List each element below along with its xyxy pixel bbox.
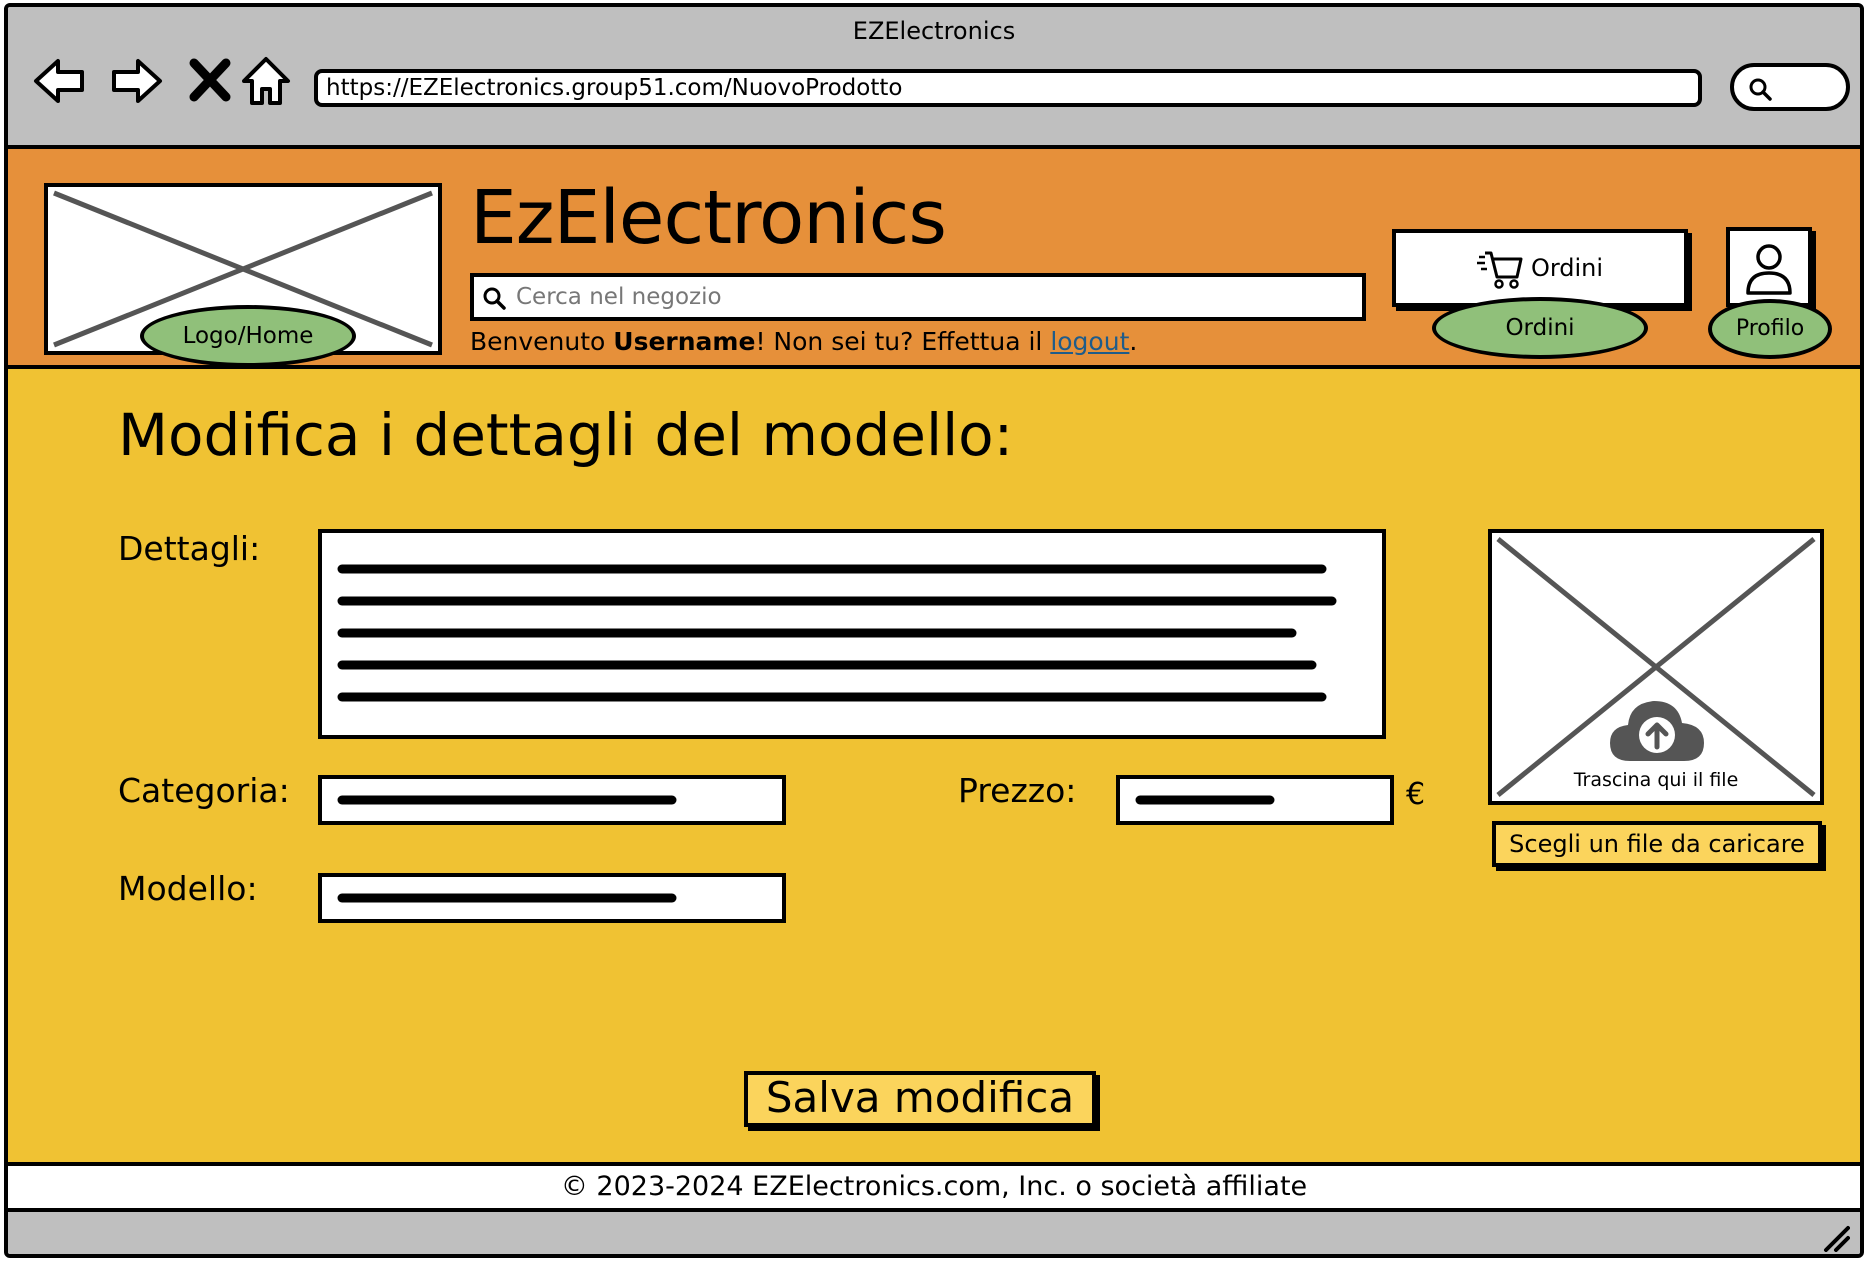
stop-button[interactable] [180,51,240,111]
model-label: Modello: [118,869,258,908]
forward-button[interactable] [106,51,166,111]
details-textarea[interactable] [318,529,1386,739]
price-input[interactable] [1116,775,1394,825]
image-placeholder-icon [1496,537,1816,797]
orders-button[interactable]: Ordini [1392,229,1688,307]
user-icon [1746,244,1792,295]
scribbled-text-placeholder [337,564,1337,702]
back-button[interactable] [30,51,90,111]
logout-link[interactable]: logout [1050,327,1130,356]
orders-label: Ordini [1432,297,1648,359]
scribbled-text-placeholder [337,795,677,805]
details-label: Dettagli: [118,529,261,568]
username: Username [613,327,756,356]
category-label: Categoria: [118,771,290,810]
home-icon [242,57,290,105]
image-placeholder-icon [53,190,433,348]
choose-file-button[interactable]: Scegli un file da caricare [1492,821,1822,867]
welcome-message: Benvenuto Username! Non sei tu? Effettua… [470,327,1137,356]
browser-search-button[interactable] [1730,63,1850,111]
store-search-input[interactable]: Cerca nel negozio [470,273,1366,321]
arrow-right-icon [112,59,162,103]
window-title: EZElectronics [852,17,1016,45]
welcome-suffix: . [1129,327,1138,356]
search-icon [483,287,506,310]
orders-button-label: Ordini [1530,254,1604,282]
category-input[interactable] [318,775,786,825]
cloud-upload-icon [1610,701,1704,761]
welcome-prefix: Benvenuto [470,327,614,356]
search-icon [1749,78,1772,101]
cart-icon [1476,251,1523,289]
browser-status-bar [8,1212,1860,1254]
brand-title: EzElectronics [470,175,947,261]
welcome-middle: ! Non sei tu? Effettua il [755,327,1051,356]
site-footer: © 2023-2024 EZElectronics.com, Inc. o so… [8,1162,1860,1212]
profile-label: Profilo [1708,299,1832,359]
page-title: Modifica i dettagli del modello: [118,401,1014,469]
profile-button[interactable] [1726,227,1812,307]
site-header: Logo/Home EzElectronics Cerca nel negozi… [8,149,1860,369]
close-icon [189,58,231,102]
resize-grip-icon[interactable] [1820,1222,1850,1252]
file-drop-zone[interactable]: Trascina qui il file [1488,529,1824,805]
scribbled-text-placeholder [1135,795,1275,805]
browser-window: EZElectronics https://EZElectronics.grou… [4,3,1864,1258]
search-placeholder: Cerca nel negozio [516,284,722,310]
currency-symbol: € [1406,777,1426,812]
logo-home-label: Logo/Home [140,305,356,367]
home-button[interactable] [236,51,296,111]
scribbled-text-placeholder [337,893,677,903]
arrow-left-icon [34,59,84,103]
edit-model-form: Modifica i dettagli del modello: Dettagl… [8,369,1860,1162]
model-input[interactable] [318,873,786,923]
save-button[interactable]: Salva modifica [744,1071,1096,1127]
address-bar[interactable]: https://EZElectronics.group51.com/NuovoP… [314,69,1702,107]
price-label: Prezzo: [958,771,1077,810]
drop-zone-text: Trascina qui il file [1573,769,1739,791]
browser-toolbar: EZElectronics https://EZElectronics.grou… [8,7,1860,149]
